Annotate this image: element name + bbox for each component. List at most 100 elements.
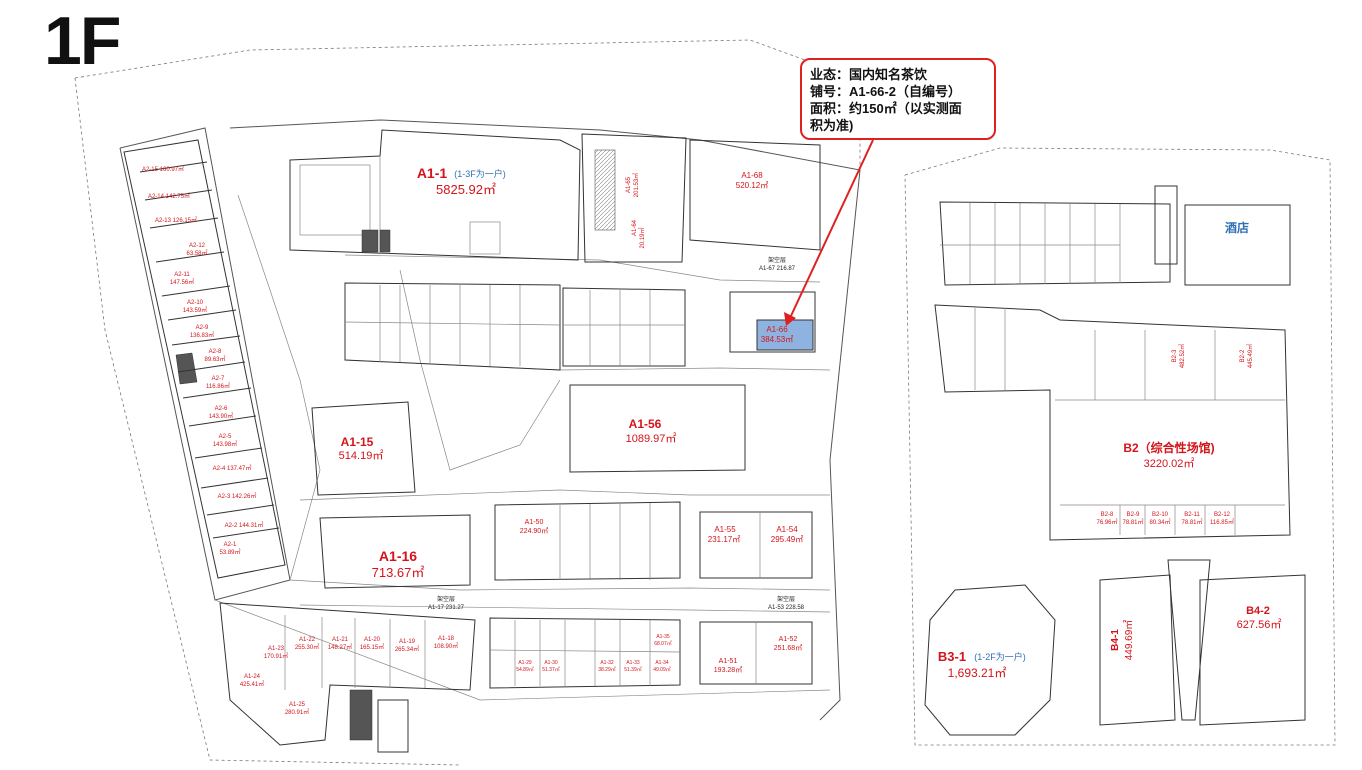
unit-a2-15: A2-15 160.97㎡ [142, 165, 184, 173]
unit-a1-66-area: 384.53㎡ [761, 335, 793, 344]
unit-a1-29-id: A1-29 [518, 660, 532, 666]
unit-a1-65-id: A1-65 [626, 176, 632, 193]
unit-a2-8-id: A2-8 [209, 349, 222, 355]
unit-a1-35-area: 68.07㎡ [654, 640, 672, 647]
unit-a2-5-area: 143.98㎡ [213, 440, 237, 448]
unit-a1-35-id: A1-35 [656, 634, 670, 640]
unit-b4-2-id: B4-2 [1246, 605, 1270, 617]
a1-51-52-block [699, 621, 813, 685]
unit-a1-65-area: 201.53㎡ [632, 173, 640, 197]
unit-a2-10-id: A2-10 [187, 300, 204, 306]
unit-a1-32-area: 38.29㎡ [598, 666, 616, 673]
unit-a2-4: A2-4 137.47㎡ [213, 464, 252, 472]
unit-b3-1-id: B3-1 [938, 649, 966, 664]
callout-area-line2: 积为准) [810, 118, 854, 133]
unit-info-callout: 业态：国内知名茶饮 铺号：A1-66-2（自编号） 面积：约150㎡（以实测面 … [800, 58, 996, 140]
unit-a1-33-id: A1-33 [626, 660, 640, 666]
site-outline-west [74, 39, 861, 766]
a1-18-25-block [219, 602, 476, 753]
a1-66-block [729, 291, 816, 353]
a1-shop-row [344, 282, 686, 371]
unit-a2-11-area: 147.56㎡ [170, 278, 194, 286]
unit-b2-3-area: 482.52㎡ [1178, 344, 1186, 368]
unit-a1-19-area: 265.34㎡ [395, 645, 419, 653]
unit-a1-24-id: A1-24 [244, 674, 261, 680]
unit-a2-6-area: 143.90㎡ [209, 412, 233, 420]
b3-1-block [924, 584, 1056, 736]
unit-a2-7-id: A2-7 [212, 376, 225, 382]
unit-a1-20-area: 165.15㎡ [360, 643, 384, 651]
unit-a1-33-area: 51.39㎡ [624, 666, 642, 673]
unit-b2-2-id: B2-2 [1240, 349, 1246, 362]
unit-a1-18-area: 108.90㎡ [434, 642, 458, 650]
corridor-a1-53-code: A1-53 228.58 [768, 605, 805, 611]
unit-a1-32-id: A1-32 [600, 660, 614, 666]
unit-a2-3: A2-3 142.26㎡ [218, 492, 257, 500]
unit-a1-22-area: 255.30㎡ [295, 643, 319, 651]
callout-business-type: 业态：国内知名茶饮 [810, 67, 928, 82]
callout-shop-number: 铺号：A1-66-2（自编号） [810, 84, 961, 99]
hotel-label: 酒店 [1225, 220, 1249, 235]
unit-a2-11-id: A2-11 [174, 272, 190, 278]
unit-a2-12-id: A2-12 [189, 243, 206, 249]
unit-a1-56-id: A1-56 [629, 417, 662, 431]
a1-50-block [494, 501, 681, 581]
unit-a1-23-area: 170.91㎡ [264, 652, 288, 660]
unit-a1-51-id: A1-51 [719, 658, 738, 665]
unit-b2-3-id: B2-3 [1172, 349, 1178, 362]
unit-a1-25-area: 280.91㎡ [285, 708, 309, 716]
unit-a1-23-id: A1-23 [268, 646, 285, 652]
a1-1-block [289, 129, 581, 261]
a1-56-block [569, 384, 746, 473]
unit-b4-2-area: 627.56㎡ [1237, 618, 1282, 631]
unit-a1-29-area: 54.89㎡ [516, 666, 534, 673]
b4-block [1099, 559, 1306, 726]
unit-a1-30-id: A1-30 [544, 660, 558, 666]
unit-a1-68-id: A1-68 [741, 171, 763, 180]
a1-64-65-block [581, 133, 687, 263]
corridor-a1-67-label: 架空层 [768, 256, 786, 264]
site-outline-east [904, 147, 1336, 746]
unit-a2-8-area: 89.63㎡ [204, 355, 225, 363]
unit-a1-30-area: 51.37㎡ [542, 666, 560, 673]
unit-a1-21-area: 148.27㎡ [328, 643, 352, 651]
unit-a1-54-area: 295.49㎡ [771, 535, 803, 544]
unit-a1-20-id: A1-20 [364, 637, 381, 643]
unit-b3-1-note: (1-2F为一户) [974, 651, 1026, 662]
unit-a2-5-id: A2-5 [219, 434, 232, 440]
unit-b2-12-id: B2-12 [1214, 512, 1231, 518]
unit-a1-64-area: 20.19㎡ [638, 227, 646, 248]
unit-a1-56-area: 1089.97㎡ [626, 432, 677, 445]
unit-a1-55-area: 231.17㎡ [708, 535, 740, 544]
unit-a1-1-area: 5825.92㎡ [436, 182, 496, 197]
a1-68-block [689, 139, 821, 251]
unit-b2-2-area: 445.49㎡ [1246, 344, 1254, 368]
unit-a2-9-id: A2-9 [196, 325, 209, 331]
b1-block [939, 185, 1178, 286]
unit-b2-11-area: 78.81㎡ [1181, 518, 1202, 526]
hotel-block [1184, 204, 1291, 286]
unit-b2-10-id: B2-10 [1152, 512, 1169, 518]
corridor-a1-17-code: A1-17 231.27 [428, 605, 465, 611]
unit-a1-52-id: A1-52 [779, 636, 798, 643]
unit-a1-66-id: A1-66 [766, 325, 788, 334]
corridor-a1-17-label: 架空层 [437, 595, 455, 603]
unit-a2-13: A2-13 126.15㎡ [155, 216, 197, 224]
road-lines [214, 194, 831, 701]
corridor-a1-53-label: 架空层 [777, 595, 795, 603]
unit-a1-50-area: 224.90㎡ [520, 527, 548, 535]
unit-a1-18-id: A1-18 [438, 636, 455, 642]
unit-a2-1-area: 53.89㎡ [219, 548, 240, 556]
unit-b2-id: B2（综合性场馆) [1123, 440, 1214, 455]
unit-b2-10-area: 80.34㎡ [1149, 518, 1170, 526]
unit-a1-34-id: A1-34 [655, 660, 669, 666]
unit-b2-9-id: B2-9 [1127, 512, 1140, 518]
callout-area-line1: 面积：约150㎡（以实测面 [810, 101, 962, 116]
unit-b2-9-area: 78.81㎡ [1122, 518, 1143, 526]
unit-a1-15-area: 514.19㎡ [339, 449, 384, 462]
floor-title: 1F [44, 3, 121, 79]
a1-66-highlight[interactable] [756, 319, 814, 351]
callout-leader [784, 139, 874, 326]
a2-strip [123, 139, 286, 579]
